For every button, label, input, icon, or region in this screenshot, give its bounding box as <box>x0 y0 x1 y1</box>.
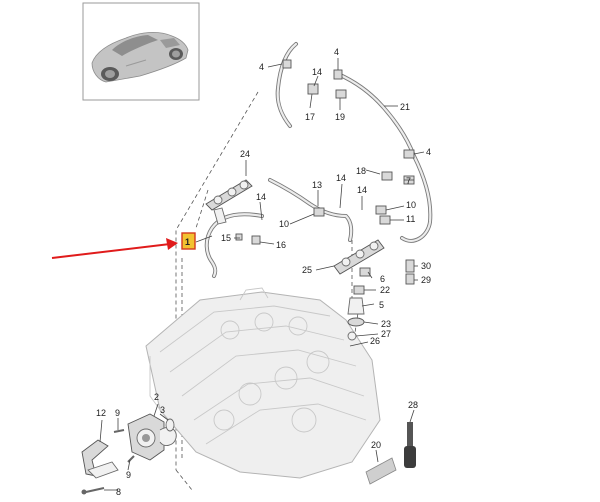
callout-19[interactable]: 19 <box>335 112 345 122</box>
callout-10[interactable]: 10 <box>279 219 289 229</box>
callout-13[interactable]: 13 <box>312 180 322 190</box>
callout-10[interactable]: 10 <box>406 200 416 210</box>
fuel-rail-left <box>205 179 253 225</box>
fuel-rail-right <box>333 239 385 275</box>
callout-16[interactable]: 16 <box>276 240 286 250</box>
callout-18[interactable]: 18 <box>356 166 366 176</box>
engine-block <box>145 287 381 479</box>
callout-14[interactable]: 14 <box>256 192 266 202</box>
callout-7[interactable]: 7 <box>406 176 411 186</box>
callout-4[interactable]: 4 <box>259 62 264 72</box>
callout-numbers: 1 4 4 4 14 17 19 21 24 18 14 14 13 14 7 … <box>96 47 431 497</box>
part-20-wedge <box>365 457 397 485</box>
callout-5[interactable]: 5 <box>379 300 384 310</box>
pointer-arrow <box>51 238 178 259</box>
leader-lines <box>99 58 425 491</box>
callout-25[interactable]: 25 <box>302 265 312 275</box>
callout-9[interactable]: 9 <box>115 408 120 418</box>
callout-23[interactable]: 23 <box>381 319 391 329</box>
callout-15[interactable]: 15 <box>221 233 231 243</box>
callout-14[interactable]: 14 <box>357 185 367 195</box>
injectors <box>347 297 365 341</box>
pump-shield-bracket <box>81 439 119 479</box>
callout-6[interactable]: 6 <box>380 274 385 284</box>
callout-4[interactable]: 4 <box>426 147 431 157</box>
callout-3[interactable]: 3 <box>160 405 165 415</box>
callout-24[interactable]: 24 <box>240 149 250 159</box>
connecting-pipe-13 <box>268 178 354 242</box>
car-icon <box>91 32 189 83</box>
callout-27[interactable]: 27 <box>381 329 391 339</box>
callout-14[interactable]: 14 <box>336 173 346 183</box>
callout-17[interactable]: 17 <box>305 112 315 122</box>
callout-30[interactable]: 30 <box>421 261 431 271</box>
callout-9[interactable]: 9 <box>126 470 131 480</box>
callout-12[interactable]: 12 <box>96 408 106 418</box>
highlight-box <box>181 232 196 250</box>
callout-20[interactable]: 20 <box>371 440 381 450</box>
fuel-line-part-1 <box>204 212 264 278</box>
fittings <box>235 59 415 295</box>
car-thumbnail <box>82 2 200 101</box>
callout-21[interactable]: 21 <box>400 102 410 112</box>
upper-fuel-pipe <box>275 42 433 243</box>
callout-28[interactable]: 28 <box>408 400 418 410</box>
callout-2[interactable]: 2 <box>154 392 159 402</box>
callout-1[interactable]: 1 <box>185 237 190 247</box>
pump-bolts <box>81 429 135 495</box>
callout-4[interactable]: 4 <box>334 47 339 57</box>
callout-29[interactable]: 29 <box>421 275 431 285</box>
callout-14[interactable]: 14 <box>312 67 322 77</box>
callout-8[interactable]: 8 <box>116 487 121 497</box>
callout-22[interactable]: 22 <box>380 285 390 295</box>
callout-11[interactable]: 11 <box>406 214 415 224</box>
special-tool-28 <box>404 422 416 468</box>
callout-26[interactable]: 26 <box>370 336 380 346</box>
high-pressure-pump <box>127 413 177 461</box>
